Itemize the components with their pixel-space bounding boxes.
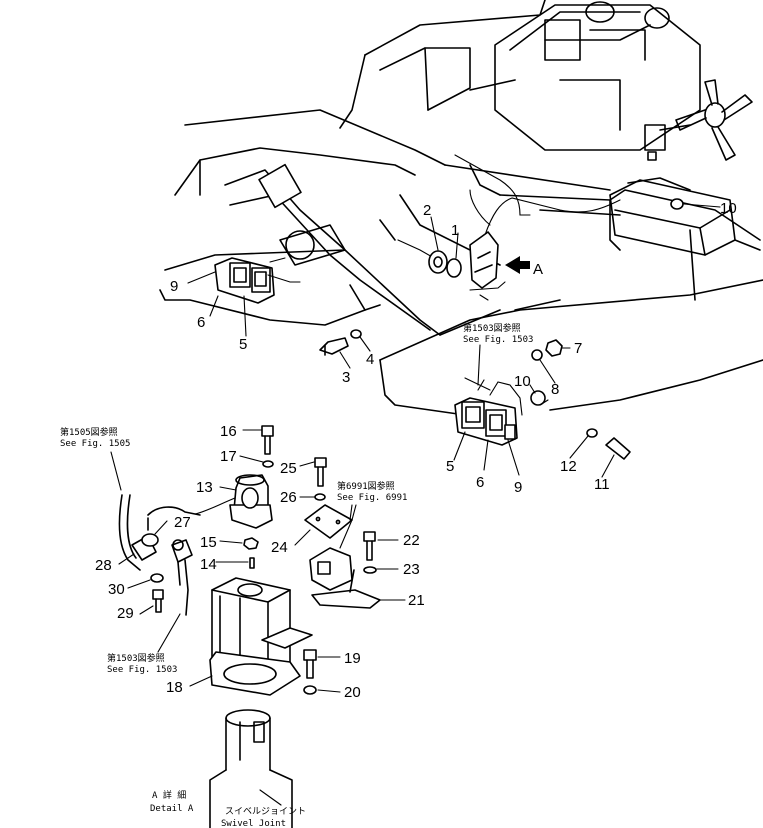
- detail-a-en: Detail A: [150, 804, 194, 814]
- part-label-23: 23: [403, 561, 420, 578]
- part-label-17: 17: [220, 448, 237, 465]
- part-label-12: 12: [560, 458, 577, 475]
- detail-a-jp: A 詳 細: [152, 789, 186, 801]
- part-label-13: 13: [196, 479, 213, 496]
- ref-fig6991-en: See Fig. 6991: [337, 493, 407, 503]
- part-label-10b: 10: [514, 373, 531, 390]
- ref-fig1503-bot-en: See Fig. 1503: [107, 665, 177, 675]
- swivel-joint-jp: スイベルジョイント: [225, 807, 306, 817]
- part-label-11: 11: [594, 476, 610, 493]
- part-label-10a: 10: [720, 200, 737, 217]
- part-label-16: 16: [220, 423, 237, 440]
- part-label-3: 3: [342, 369, 350, 386]
- wiring-harness-lower: [118, 494, 201, 616]
- figure-references: 第1503図参照 See Fig. 1503 第1505図参照 See Fig.…: [60, 322, 533, 828]
- fasteners-upper: [319, 198, 684, 460]
- view-arrow-a: A: [505, 256, 543, 278]
- part-label-27: 27: [174, 514, 191, 531]
- relay-left: [214, 257, 301, 304]
- ref-fig1505-en: See Fig. 1505: [60, 439, 130, 449]
- ref-fig1503-top-en: See Fig. 1503: [463, 335, 533, 345]
- part-label-25: 25: [280, 460, 297, 477]
- swivel-joint-en: Swivel Joint: [221, 819, 286, 828]
- machine-frame: [159, 0, 763, 421]
- part-label-22: 22: [403, 532, 420, 549]
- part-label-9b: 9: [514, 479, 522, 496]
- part-label-7: 7: [574, 340, 582, 357]
- part-label-30: 30: [108, 581, 125, 598]
- part-label-5b: 5: [446, 458, 454, 475]
- part-label-26: 26: [280, 489, 297, 506]
- part-label-2: 2: [423, 202, 431, 219]
- ref-fig1503-bot-jp: 第1503図参照: [107, 652, 165, 664]
- part-label-14: 14: [200, 556, 217, 573]
- part-label-28: 28: [95, 557, 112, 574]
- part-label-6a: 6: [197, 314, 205, 331]
- fan-icon: [644, 79, 753, 161]
- ref-fig6991-jp: 第6991図参照: [337, 480, 395, 492]
- part-label-6b: 6: [476, 474, 484, 491]
- part-label-18: 18: [166, 679, 183, 696]
- part-label-1: 1: [451, 222, 459, 239]
- view-arrow-label: A: [533, 261, 543, 278]
- part-label-19: 19: [344, 650, 361, 667]
- solenoid-assembly: [194, 425, 381, 696]
- part-label-4: 4: [366, 351, 374, 368]
- part-label-5a: 5: [239, 336, 247, 353]
- part-label-20: 20: [344, 684, 361, 701]
- part-label-29: 29: [117, 605, 134, 622]
- part-numbers: 1 2 3 4 5 6 9 5 6 9 7 8 10 10 11 12 13 1…: [95, 200, 737, 701]
- part-label-21: 21: [408, 592, 425, 609]
- leader-lines: [110, 203, 721, 806]
- swivel-joint: [209, 709, 293, 828]
- part-label-15: 15: [200, 534, 217, 551]
- ref-fig1503-top-jp: 第1503図参照: [463, 322, 521, 334]
- part-label-9a: 9: [170, 278, 178, 295]
- part-label-24: 24: [271, 539, 288, 556]
- switch-assembly-upper: [428, 231, 506, 301]
- relay-right: [454, 377, 549, 446]
- ref-fig1505-jp: 第1505図参照: [60, 426, 118, 438]
- part-label-8: 8: [551, 381, 559, 398]
